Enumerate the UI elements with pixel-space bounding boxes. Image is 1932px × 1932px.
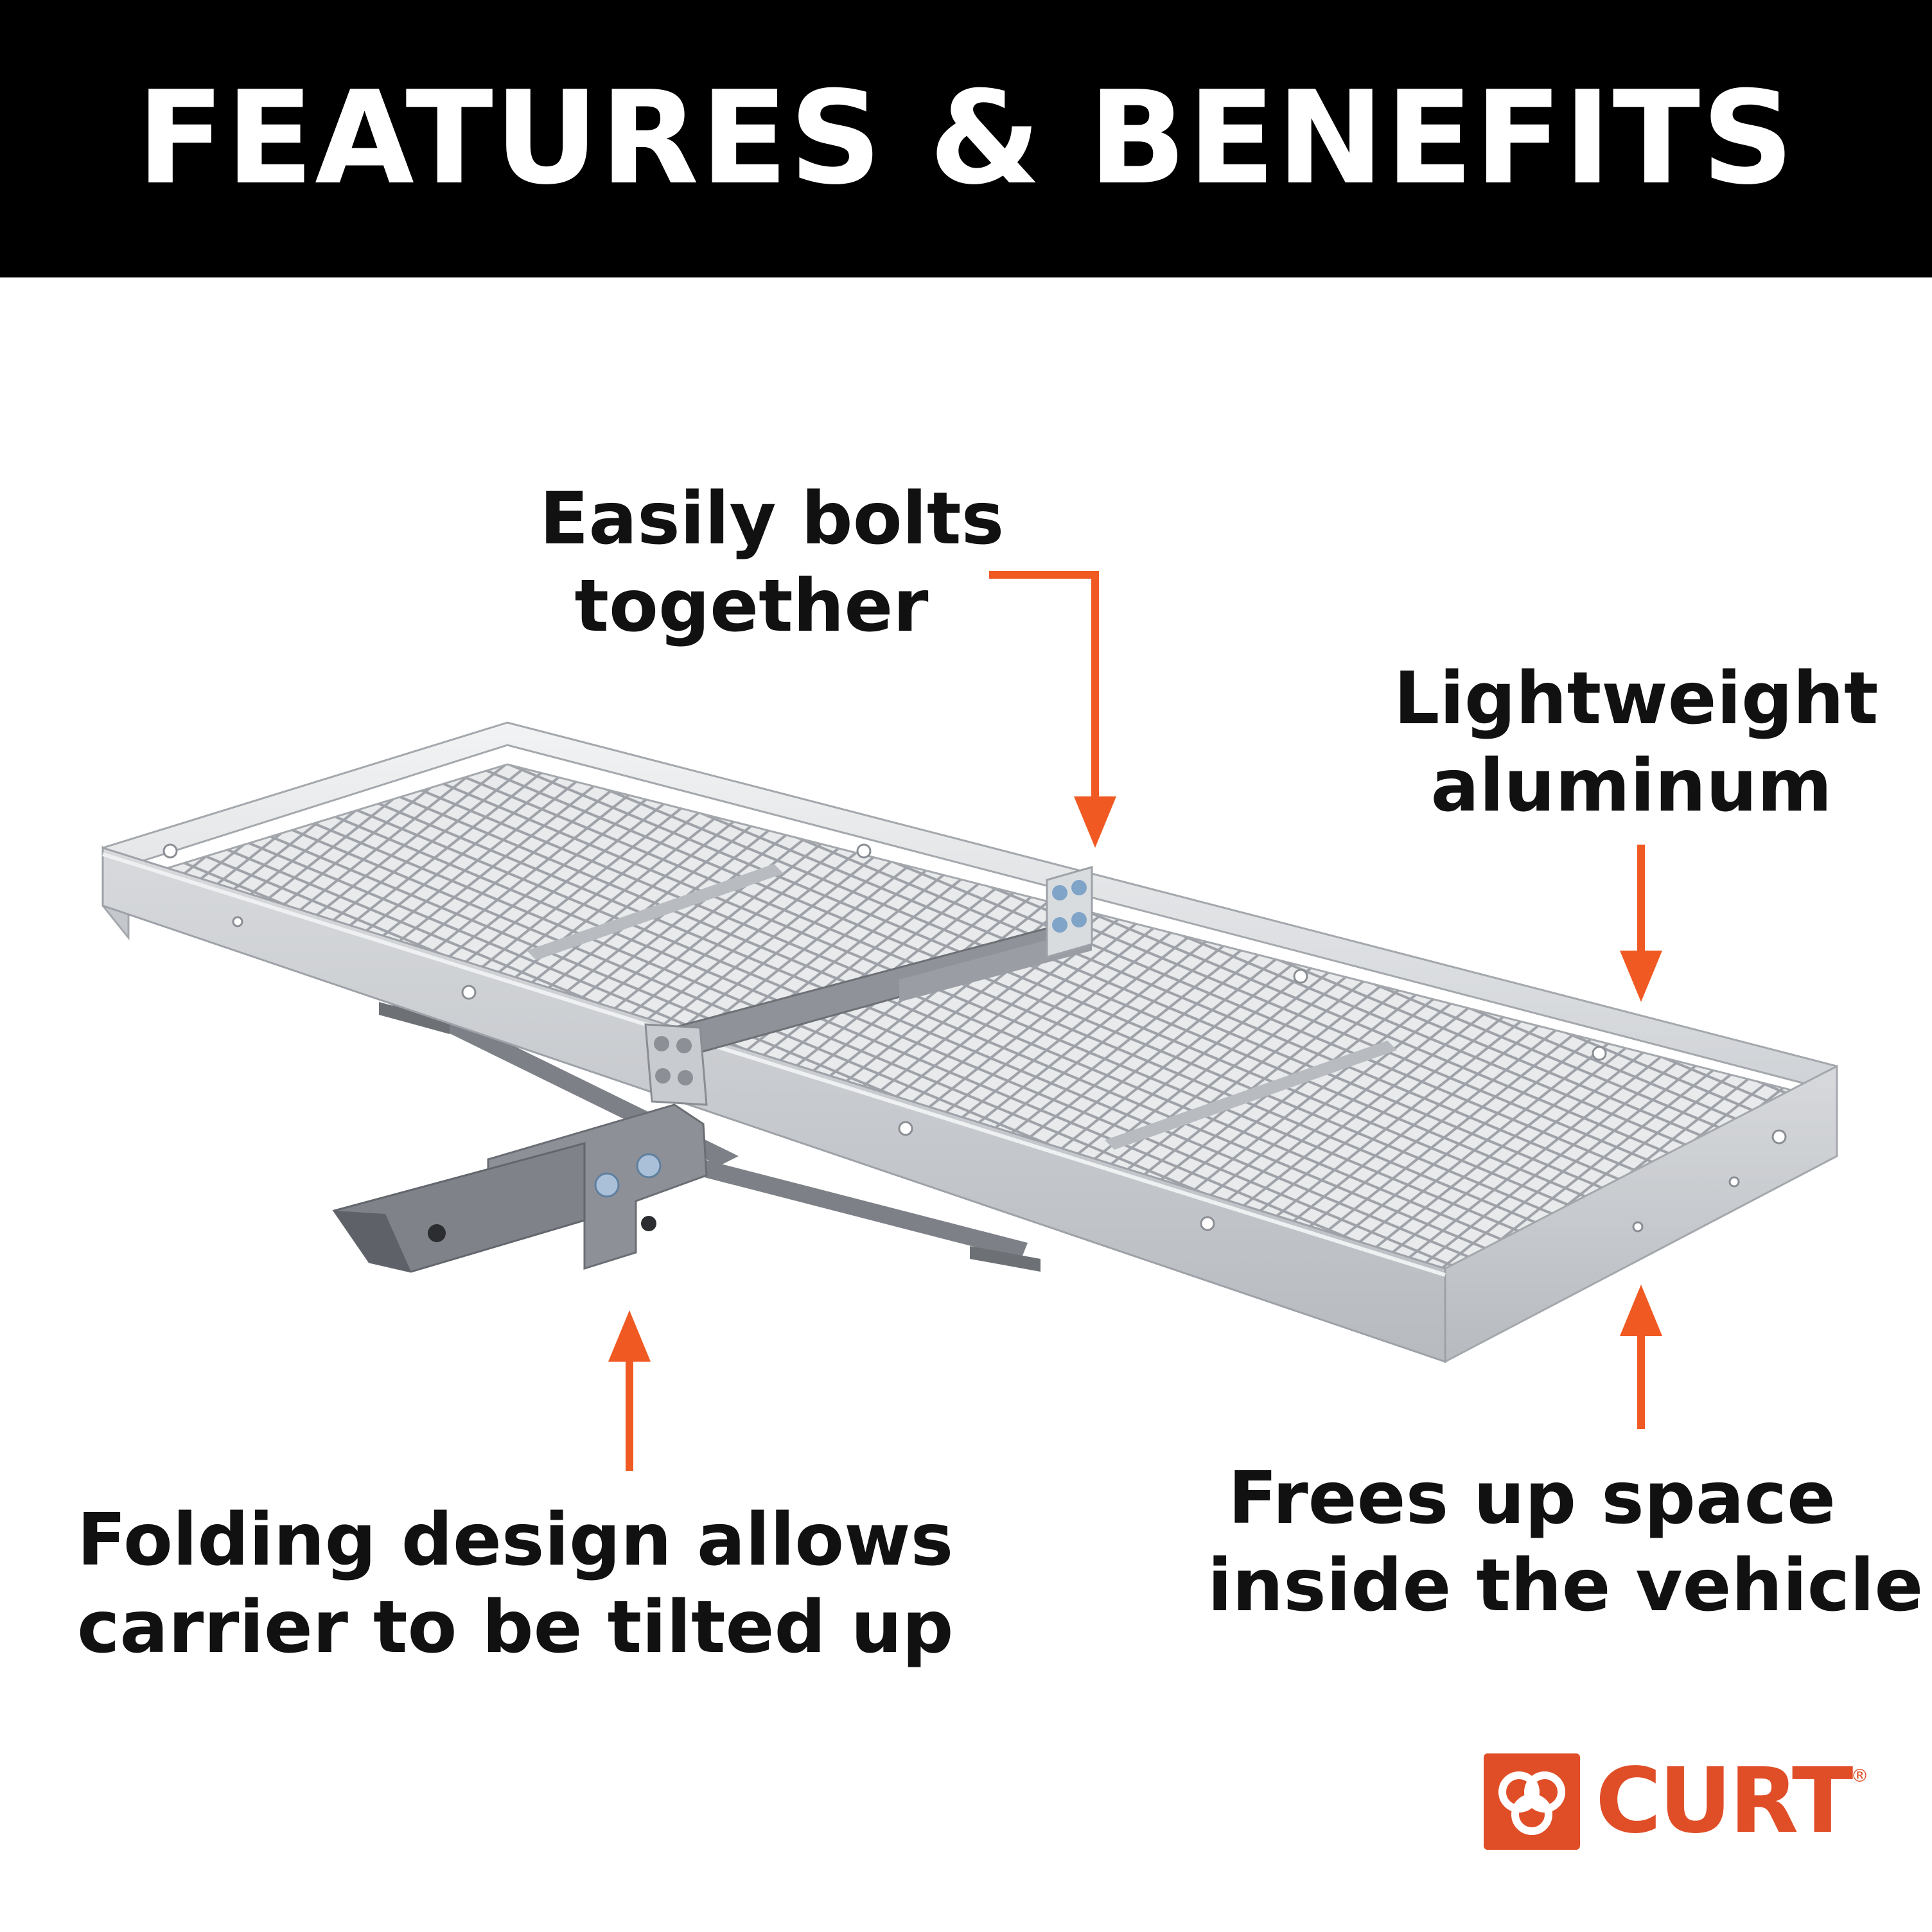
header-banner: FEATURES & BENEFITS	[0, 0, 1932, 277]
callout-line: Frees up space	[1228, 1457, 1836, 1540]
callout-line: together	[574, 565, 929, 648]
bolt-bracket-front	[644, 1023, 708, 1106]
callout-easily-bolts: Easily bolts together	[540, 475, 1005, 650]
callout-frees-space: Frees up space inside the vehicle	[1208, 1455, 1924, 1629]
hitch-shank	[332, 1103, 708, 1273]
arrowhead-bolts	[1074, 796, 1116, 848]
callout-line: Easily bolts	[540, 477, 1005, 561]
callout-line: carrier to be tilted up	[77, 1586, 954, 1669]
callout-line: aluminum	[1430, 744, 1832, 828]
curt-logo: CURT ®	[1484, 1753, 1868, 1850]
callout-arrows	[626, 571, 1645, 1471]
arrowhead-light	[1620, 951, 1662, 1002]
curt-emblem-icon	[1484, 1753, 1580, 1850]
arrowhead-frees	[1620, 1285, 1662, 1336]
registered-mark: ®	[1850, 1765, 1869, 1786]
callout-line: Lightweight	[1394, 657, 1879, 741]
arrowhead-fold	[608, 1310, 651, 1362]
callout-line: Folding design allows	[77, 1498, 954, 1582]
callout-folding-design: Folding design allows carrier to be tilt…	[77, 1497, 954, 1671]
floor-cross-bars	[527, 864, 1397, 1150]
brand-name: CURT	[1595, 1749, 1853, 1854]
bolt-bracket-top	[1046, 866, 1093, 958]
carrier-front-wall	[101, 846, 1446, 1364]
callout-line: inside the vehicle	[1208, 1544, 1924, 1628]
page-title: FEATURES & BENEFITS	[136, 64, 1796, 213]
arrow-bolts	[989, 571, 1099, 803]
callout-lightweight: Lightweight aluminum	[1394, 655, 1879, 830]
